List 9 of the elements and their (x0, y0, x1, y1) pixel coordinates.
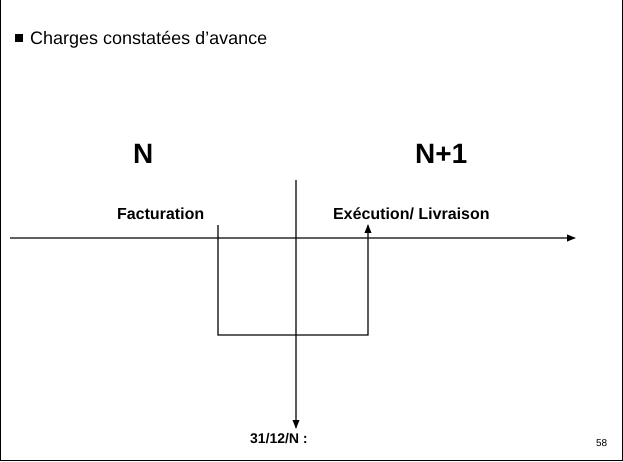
arrow (217, 224, 372, 336)
timeline-label: 31/12/N : (250, 428, 308, 448)
slide-title: Charges constatées d’avance (30, 28, 268, 49)
period-label: N (133, 138, 154, 170)
timeline-label: Facturation (117, 205, 204, 225)
page-number: 58 (596, 438, 608, 449)
period-label: N+1 (415, 138, 468, 170)
timeline-label: Exécution/ Livraison (333, 205, 490, 225)
arrow (292, 180, 300, 429)
